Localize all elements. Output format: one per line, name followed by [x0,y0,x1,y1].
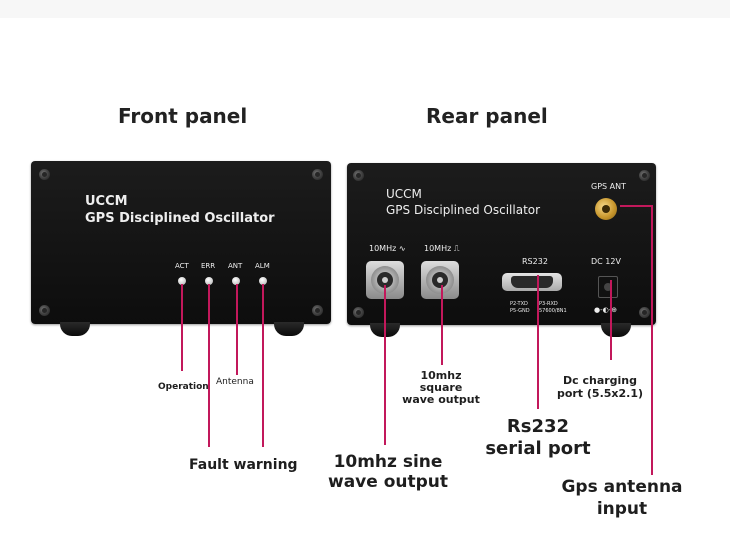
top-strip [0,0,730,18]
rear-panel: UCCM GPS Disciplined Oscillator GPS ANT … [347,163,656,325]
sine-label: 10MHz ∿ [369,244,406,253]
led-label-alm: ALM [255,262,270,270]
dc-power-jack [598,276,618,298]
callout-line-rs232 [537,275,539,409]
callout-dc-charging: Dc charging port (5.5x2.1) [556,374,644,400]
callout-rs232: Rs232 serial port [485,416,591,459]
callout-operation: Operation [158,382,209,392]
bnc-square-connector [421,261,459,299]
rear-foot-right [601,323,631,337]
callout-gps-antenna: Gps antenna input [561,477,683,519]
callout-line-dc [610,280,612,360]
rear-panel-title: Rear panel [426,104,548,128]
gps-ant-label: GPS ANT [591,182,626,191]
callout-line-square [441,285,443,365]
front-model: GPS Disciplined Oscillator [85,211,275,226]
callout-line-operation [181,284,183,371]
callout-square-wave: 10mhz square wave output [402,369,480,406]
led-err [205,277,213,285]
screw-icon [639,307,650,318]
square-label: 10MHz ⎍ [424,244,460,253]
screw-icon [353,170,364,181]
callout-line-fault-err [208,284,210,447]
front-panel-title: Front panel [118,104,248,128]
led-act [178,277,186,285]
screw-icon [312,305,323,316]
callout-line-gps-h [620,205,652,207]
led-alm [259,277,267,285]
callout-sine-wave: 10mhz sine wave output [327,452,448,492]
callout-line-sine [384,285,386,445]
led-ant [232,277,240,285]
dc-label: DC 12V [591,257,621,266]
rs232-label: RS232 [522,257,548,266]
screw-icon [39,305,50,316]
pin-p5-gnd: P5-GND [510,308,530,314]
callout-antenna: Antenna [216,377,254,387]
polarity-symbol: ●-◐-⊕ [594,306,618,314]
sma-antenna-connector [595,198,617,220]
led-label-ant: ANT [228,262,243,270]
front-foot-right [274,322,304,336]
led-label-err: ERR [201,262,216,270]
callout-line-antenna [236,284,238,375]
callout-fault-warning: Fault warning [189,457,298,473]
led-label-act: ACT [175,262,189,270]
front-foot-left [60,322,90,336]
rs232-db9-connector [502,273,562,291]
front-brand: UCCM [85,194,128,209]
pin-p3-rxd: P3-RXD [539,301,558,307]
screw-icon [639,170,650,181]
rear-brand: UCCM [386,187,422,201]
callout-line-fault-alm [262,284,264,447]
screw-icon [39,169,50,180]
pin-baud: 57600/8N1 [539,308,567,314]
pin-p2-txd: P2-TXD [510,301,528,307]
screw-icon [353,307,364,318]
screw-icon [312,169,323,180]
callout-line-gps-v [651,205,653,475]
rear-model: GPS Disciplined Oscillator [386,203,541,217]
